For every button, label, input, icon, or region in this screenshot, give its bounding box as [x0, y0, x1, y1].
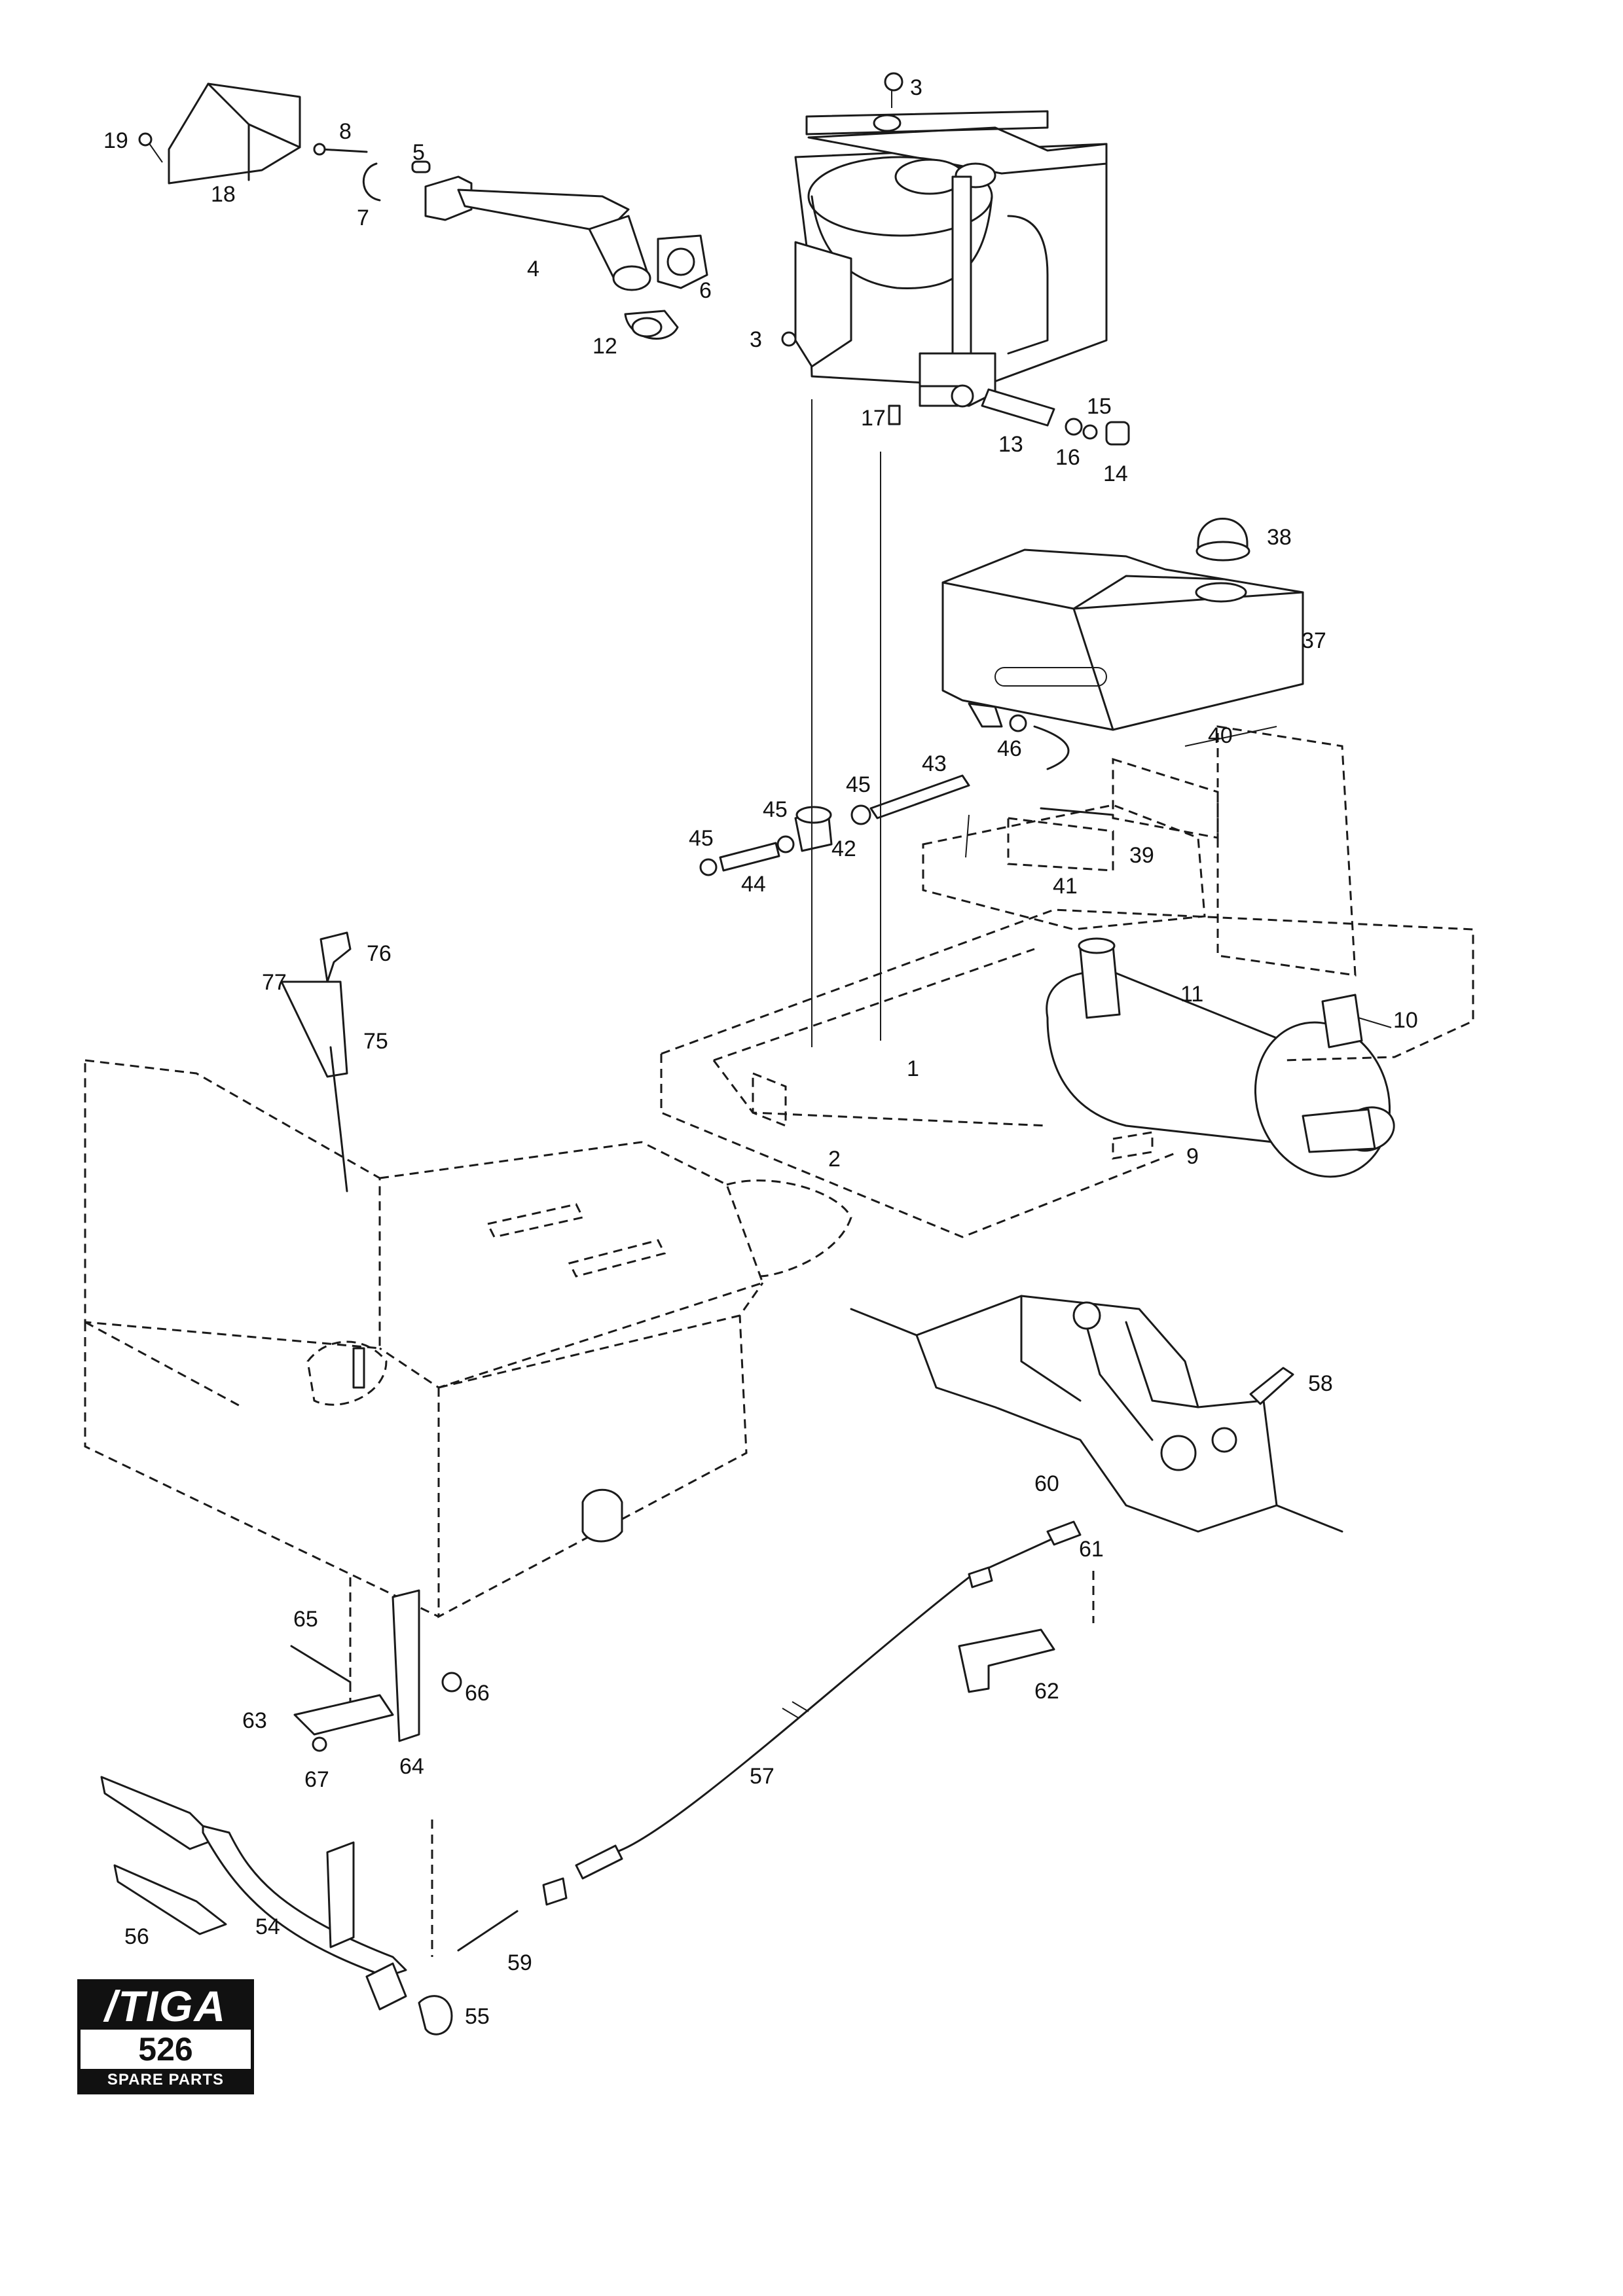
callout-label: 37 [1302, 628, 1326, 653]
callout-labels: 19 18 8 5 7 4 6 12 3 3 17 13 16 15 14 38… [103, 75, 1418, 2029]
chassis-outline [660, 725, 1474, 1238]
callout-label: 45 [689, 826, 714, 851]
brand-name: /TIGA [81, 1982, 251, 2030]
callout-label: 18 [211, 182, 236, 207]
callout-label: 62 [1034, 1679, 1059, 1704]
callout-label: 55 [465, 2004, 490, 2029]
callout-label: 54 [255, 1914, 280, 1939]
callout-label: 16 [1055, 445, 1080, 470]
callout-label: 2 [828, 1147, 841, 1172]
callout-label: 9 [1186, 1144, 1199, 1169]
pedal-bracket-assembly [290, 1577, 462, 1752]
callout-label: 13 [998, 432, 1023, 457]
fuel-line-assembly [699, 774, 970, 876]
callout-label: 39 [1129, 843, 1154, 868]
callout-label: 66 [465, 1681, 490, 1706]
engine-assembly [781, 72, 1130, 446]
model-number: 526 [138, 2031, 193, 2068]
callout-label: 76 [367, 941, 392, 966]
callout-label: 63 [242, 1708, 267, 1733]
callout-label: 45 [846, 772, 871, 797]
callout-label: 1 [907, 1056, 919, 1081]
callout-label: 6 [699, 278, 712, 303]
callout-label: 42 [831, 836, 856, 861]
callout-label: 61 [1079, 1537, 1104, 1562]
callout-label: 59 [507, 1950, 532, 1975]
callout-label: 65 [293, 1607, 318, 1632]
callout-label: 56 [124, 1924, 149, 1949]
muffler-assembly [1046, 937, 1395, 1178]
callout-label: 7 [357, 206, 369, 230]
callout-label: 3 [750, 327, 762, 352]
callout-label: 11 [1180, 982, 1203, 1007]
brake-pedal-assembly [100, 1776, 519, 2036]
callout-label: 5 [412, 140, 425, 165]
callout-label: 45 [763, 797, 788, 822]
callout-label: 38 [1267, 525, 1292, 550]
callout-label: 4 [527, 257, 539, 281]
callout-label: 77 [262, 970, 287, 995]
spare-parts-caption: SPARE PARTS [81, 2069, 251, 2091]
callout-label: 3 [910, 75, 922, 100]
callout-label: 58 [1308, 1371, 1333, 1396]
callout-label: 57 [750, 1764, 775, 1789]
control-cable-assembly [542, 1520, 1082, 1906]
callout-label: 19 [103, 128, 128, 153]
exhaust-pipe-assembly [138, 82, 708, 340]
fuel-tank-assembly [941, 518, 1304, 770]
callout-label: 46 [997, 736, 1022, 761]
callout-label: 10 [1393, 1008, 1418, 1033]
callout-label: 75 [363, 1029, 388, 1054]
callout-label: 41 [1053, 874, 1078, 899]
mower-deck-outline [84, 1059, 852, 1619]
callout-label: 44 [741, 872, 766, 897]
throttle-lever-assembly [280, 931, 352, 1193]
callout-label: 15 [1087, 394, 1112, 419]
callout-label: 14 [1103, 461, 1128, 486]
callout-label: 43 [922, 751, 947, 776]
callout-label: 17 [861, 406, 886, 431]
callout-label: 8 [339, 119, 352, 144]
callout-label: 64 [399, 1754, 424, 1779]
callout-label: 67 [304, 1767, 329, 1792]
stiga-logo: /TIGA 526 SPARE PARTS [77, 1979, 254, 2094]
cable-bracket [958, 1571, 1095, 1693]
callout-label: 12 [593, 334, 617, 359]
callout-label: 60 [1034, 1471, 1059, 1496]
callout-label: 40 [1208, 723, 1233, 748]
leader-lines [811, 90, 1277, 1047]
transaxle-assembly [850, 1295, 1343, 1533]
